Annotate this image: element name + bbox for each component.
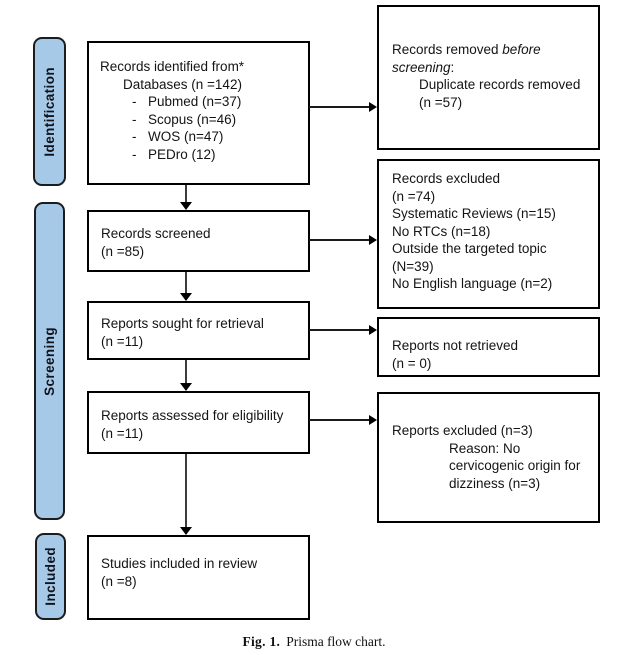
box-reports-excluded: Reports excluded (n=3) Reason: No cervic…: [377, 392, 600, 523]
database-item-text: Pubmed (n=37): [148, 94, 242, 109]
records-identified-subtitle: Databases (n =142): [123, 76, 242, 92]
figure-caption-label: Fig. 1.: [242, 634, 281, 649]
stage-label-screening: Screening: [34, 202, 65, 520]
reports-sought-line1: Reports sought for retrieval: [101, 316, 264, 331]
reports-excluded-reason-line: dizziness (n=3): [449, 475, 541, 491]
figure-caption: Fig. 1. Prisma flow chart.: [0, 634, 628, 650]
box-records-excluded: Records excluded (n =74) Systematic Revi…: [377, 159, 600, 309]
reports-excluded-line1: Reports excluded (n=3): [392, 423, 533, 438]
records-excluded-line: (n =74): [392, 188, 436, 204]
arrow-right-icon: [369, 102, 377, 112]
records-screened-line2: (n =85): [101, 243, 145, 259]
dash-bullet: -: [132, 94, 137, 109]
box-reports-sought: Reports sought for retrieval (n =11): [87, 301, 310, 360]
reports-excluded-reason-line: cervicogenic origin for: [449, 458, 581, 473]
arrow-right-icon: [369, 235, 377, 245]
box-records-screened: Records screened (n =85): [87, 210, 310, 272]
reports-assessed-line1: Reports assessed for eligibility: [101, 408, 284, 423]
arrow-right-icon: [369, 325, 377, 335]
records-excluded-line: No RTCs (n=18): [392, 223, 491, 239]
dash-bullet: -: [132, 129, 137, 144]
box-reports-assessed: Reports assessed for eligibility (n =11): [87, 391, 310, 454]
box-reports-not-retrieved: Reports not retrieved (n = 0): [377, 317, 600, 377]
arrow-down-icon: [180, 293, 192, 301]
stage-label-screening-text: Screening: [42, 326, 57, 396]
database-item: - PEDro (12): [100, 146, 300, 164]
arrow-stem: [185, 360, 187, 384]
dash-bullet: -: [132, 146, 137, 162]
arrow-down-icon: [180, 202, 192, 210]
stage-label-included: Included: [35, 533, 66, 620]
database-item: - Scopus (n=46): [100, 111, 300, 129]
records-removed-line2-normal: :: [450, 59, 455, 75]
records-removed-line1-italic: before: [502, 42, 541, 57]
figure-caption-text: Prisma flow chart.: [286, 634, 386, 649]
database-item: - WOS (n=47): [100, 128, 300, 146]
records-removed-line2-italic: screening: [392, 59, 451, 75]
arrow-down-icon: [180, 383, 192, 391]
dash-bullet: -: [132, 111, 137, 127]
database-item: - Pubmed (n=37): [100, 93, 300, 111]
arrow-stem: [185, 272, 187, 294]
database-item-text: Scopus (n=46): [148, 111, 237, 127]
arrow-stem: [309, 106, 370, 108]
records-screened-line1: Records screened: [101, 226, 211, 241]
stage-label-included-text: Included: [43, 547, 58, 606]
reports-not-retrieved-line2: (n = 0): [392, 355, 432, 371]
arrow-right-icon: [369, 415, 377, 425]
studies-included-line2: (n =8): [101, 573, 137, 589]
records-removed-line1-normal: Records removed: [392, 42, 503, 57]
records-identified-title: Records identified from*: [100, 59, 245, 74]
box-records-removed: Records removed before screening: Duplic…: [377, 5, 600, 150]
reports-assessed-line2: (n =11): [101, 425, 144, 441]
records-removed-line4: (n =57): [419, 94, 463, 110]
arrow-stem: [309, 419, 370, 421]
reports-excluded-reason-line: Reason: No: [449, 440, 521, 456]
records-excluded-line: No English language (n=2): [392, 276, 553, 291]
box-records-identified: Records identified from* Databases (n =1…: [87, 41, 310, 185]
database-item-text: WOS (n=47): [148, 129, 224, 144]
records-removed-line3: Duplicate records removed: [419, 77, 581, 92]
records-removed-line1: Records removed before: [392, 41, 590, 59]
arrow-stem: [185, 454, 187, 528]
arrow-stem: [185, 185, 187, 203]
records-excluded-line: (N=39): [392, 258, 434, 274]
records-excluded-line: Outside the targeted topic: [392, 241, 547, 256]
records-removed-line2: screening:: [392, 59, 590, 77]
stage-label-identification: Identification: [33, 37, 66, 186]
reports-sought-line2: (n =11): [101, 333, 144, 349]
database-item-text: PEDro (12): [148, 146, 216, 162]
reports-not-retrieved-line1: Reports not retrieved: [392, 338, 519, 353]
box-studies-included: Studies included in review (n =8): [87, 535, 310, 620]
studies-included-line1: Studies included in review: [101, 556, 258, 571]
arrow-down-icon: [180, 527, 192, 535]
stage-label-identification-text: Identification: [42, 66, 57, 157]
arrow-stem: [309, 239, 370, 241]
records-excluded-line: Systematic Reviews (n=15): [392, 206, 556, 221]
records-excluded-line: Records excluded: [392, 171, 501, 186]
arrow-stem: [309, 329, 370, 331]
